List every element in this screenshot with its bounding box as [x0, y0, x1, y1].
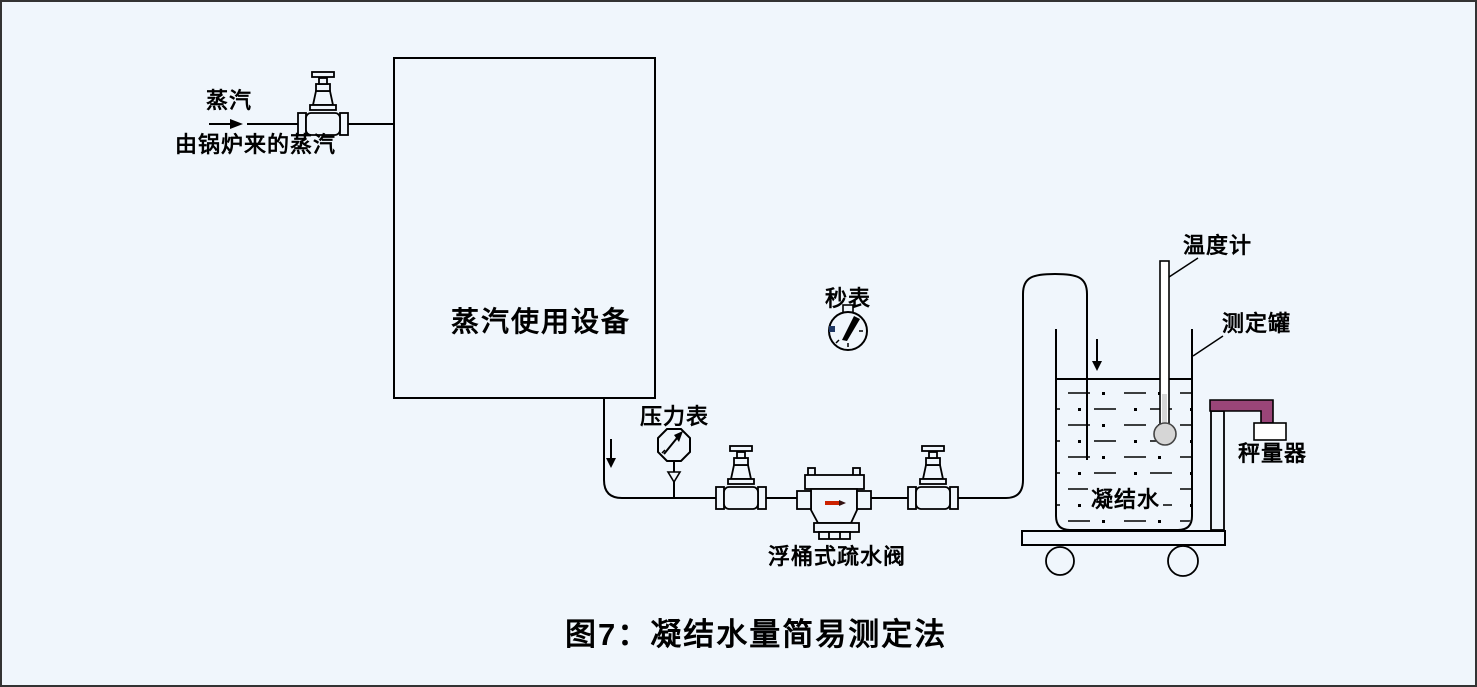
label-condensate: 凝结水 [1088, 488, 1164, 511]
label-boiler-steam: 由锅炉来的蒸汽 [175, 132, 337, 157]
weigher-scale-box [1253, 422, 1287, 441]
gauge-stem-valve-icon [666, 471, 682, 484]
equipment-box [393, 57, 656, 399]
label-stopwatch: 秒表 [825, 286, 872, 311]
cart [1021, 530, 1226, 577]
label-steam: 蒸汽 [206, 88, 253, 113]
weigher-icon [1209, 399, 1287, 531]
steam-pipes [209, 123, 1088, 499]
cart-platform [1021, 530, 1226, 546]
label-equipment: 蒸汽使用设备 [451, 306, 632, 337]
thermometer-leader-line [1165, 257, 1199, 280]
label-steam-trap: 浮桶式疏水阀 [768, 544, 907, 569]
down-flow-arrow [606, 439, 616, 468]
weigher-column [1210, 410, 1225, 531]
pipe-equipment-outlet [603, 398, 716, 499]
figure-caption: 图7：凝结水量简易测定法 [565, 617, 948, 652]
tank-inlet-flow-arrow [1092, 339, 1102, 371]
tank-leader-line [1192, 335, 1224, 357]
cart-wheel-left [1045, 546, 1075, 576]
trap-flow-mark [825, 501, 839, 505]
valve-icon-before-trap [715, 445, 767, 510]
thermometer-icon [1153, 257, 1199, 446]
label-thermometer: 温度计 [1183, 233, 1253, 258]
pipe-riser-to-tank [956, 272, 1088, 499]
steam-trap-icon [796, 467, 872, 540]
valve-icon-inlet [297, 71, 349, 136]
label-measuring-tank: 测定罐 [1222, 311, 1292, 336]
pressure-gauge-icon [657, 428, 691, 498]
inlet-flow-arrowhead [230, 119, 243, 129]
cart-wheel-right [1167, 545, 1199, 577]
flow-arrows [230, 119, 1102, 468]
label-pressure-gauge: 压力表 [640, 404, 710, 429]
stopwatch-icon [828, 304, 868, 351]
stopwatch-tick-mark [829, 326, 835, 332]
valve-icon-after-trap [907, 445, 959, 510]
label-weigher: 秤量器 [1238, 441, 1308, 466]
